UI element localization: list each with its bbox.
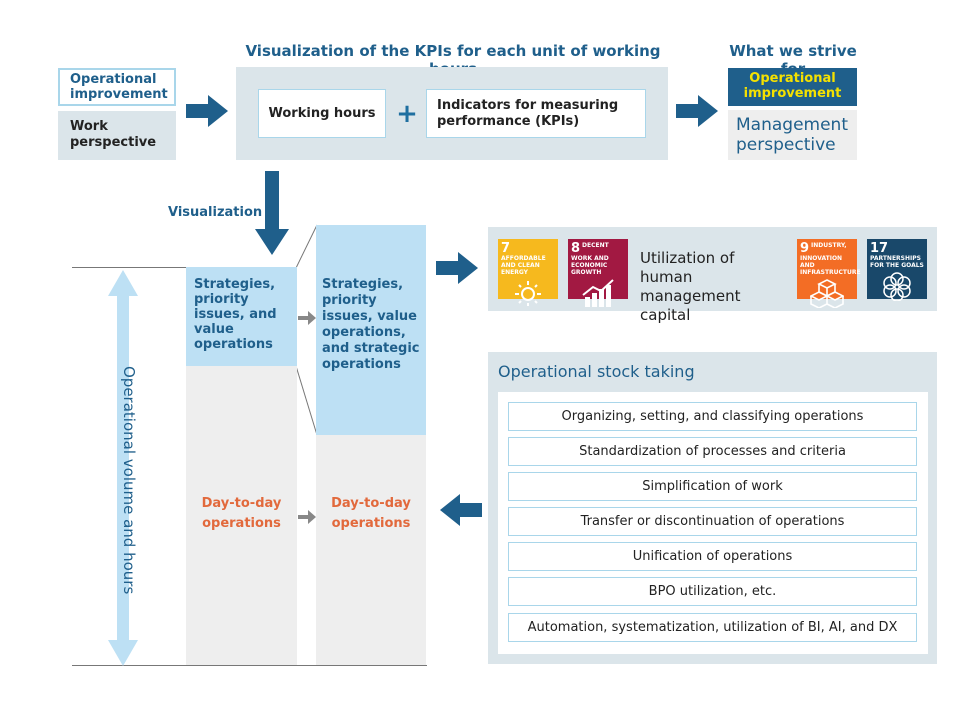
vertical-double-arrow-icon	[108, 270, 138, 666]
stock-taking-title: Operational stock taking	[498, 362, 695, 381]
operational-improvement-label: Operational improvement	[58, 68, 176, 106]
down-arrow-icon	[255, 171, 289, 255]
strive-operational-improvement: Operational improvement	[728, 68, 857, 106]
partnership-rings-icon	[883, 272, 911, 301]
gray-arrow-icon	[298, 311, 316, 325]
top-baseline	[72, 267, 297, 268]
stock-item: BPO utilization, etc.	[508, 577, 917, 606]
stock-item: Unification of operations	[508, 542, 917, 571]
left-day-to-day-block	[186, 366, 297, 665]
left-strategy-block: Strategies, priority issues, and value o…	[186, 267, 297, 366]
sdg-box	[488, 227, 937, 311]
sdg-7-tile: 7AFFORDABLE AND CLEAN ENERGY	[498, 239, 558, 306]
plus-icon: +	[396, 99, 418, 129]
gray-arrow-icon	[298, 510, 316, 524]
kpi-indicators-box: Indicators for measuring performance (KP…	[426, 89, 646, 138]
left-day-to-day-label: Day-to-day operations	[201, 496, 282, 531]
operational-volume-label: Operational volume and hours	[120, 365, 138, 595]
bottom-baseline	[72, 665, 427, 666]
right-strategy-block: Strategies, priority issues, value opera…	[316, 225, 426, 435]
stock-item: Automation, systematization, utilization…	[508, 613, 917, 642]
right-arrow-icon	[676, 95, 718, 127]
stock-item: Transfer or discontinuation of operation…	[508, 507, 917, 536]
sdg-utilization-text: Utilization of human management capital	[640, 249, 741, 324]
right-day-to-day-label: Day-to-day operations	[331, 496, 411, 531]
stock-item: Standardization of processes and criteri…	[508, 437, 917, 466]
right-arrow-icon	[186, 95, 228, 127]
stock-item: Organizing, setting, and classifying ope…	[508, 402, 917, 431]
work-perspective-label: Work perspective	[58, 111, 176, 160]
right-day-to-day-block	[316, 435, 426, 665]
connector-lines	[296, 224, 318, 436]
stock-item: Simplification of work	[508, 472, 917, 501]
right-arrow-icon	[436, 252, 478, 284]
cubes-icon	[810, 279, 844, 308]
sun-icon	[515, 281, 541, 306]
management-perspective-label: Management perspective	[728, 110, 857, 160]
growth-chart-icon	[582, 279, 614, 307]
working-hours-box: Working hours	[258, 89, 386, 138]
left-arrow-icon	[440, 494, 482, 526]
sdg-17-tile: 17PARTNERSHIPS FOR THE GOALS	[867, 239, 927, 301]
visualization-label: Visualization	[168, 205, 263, 220]
